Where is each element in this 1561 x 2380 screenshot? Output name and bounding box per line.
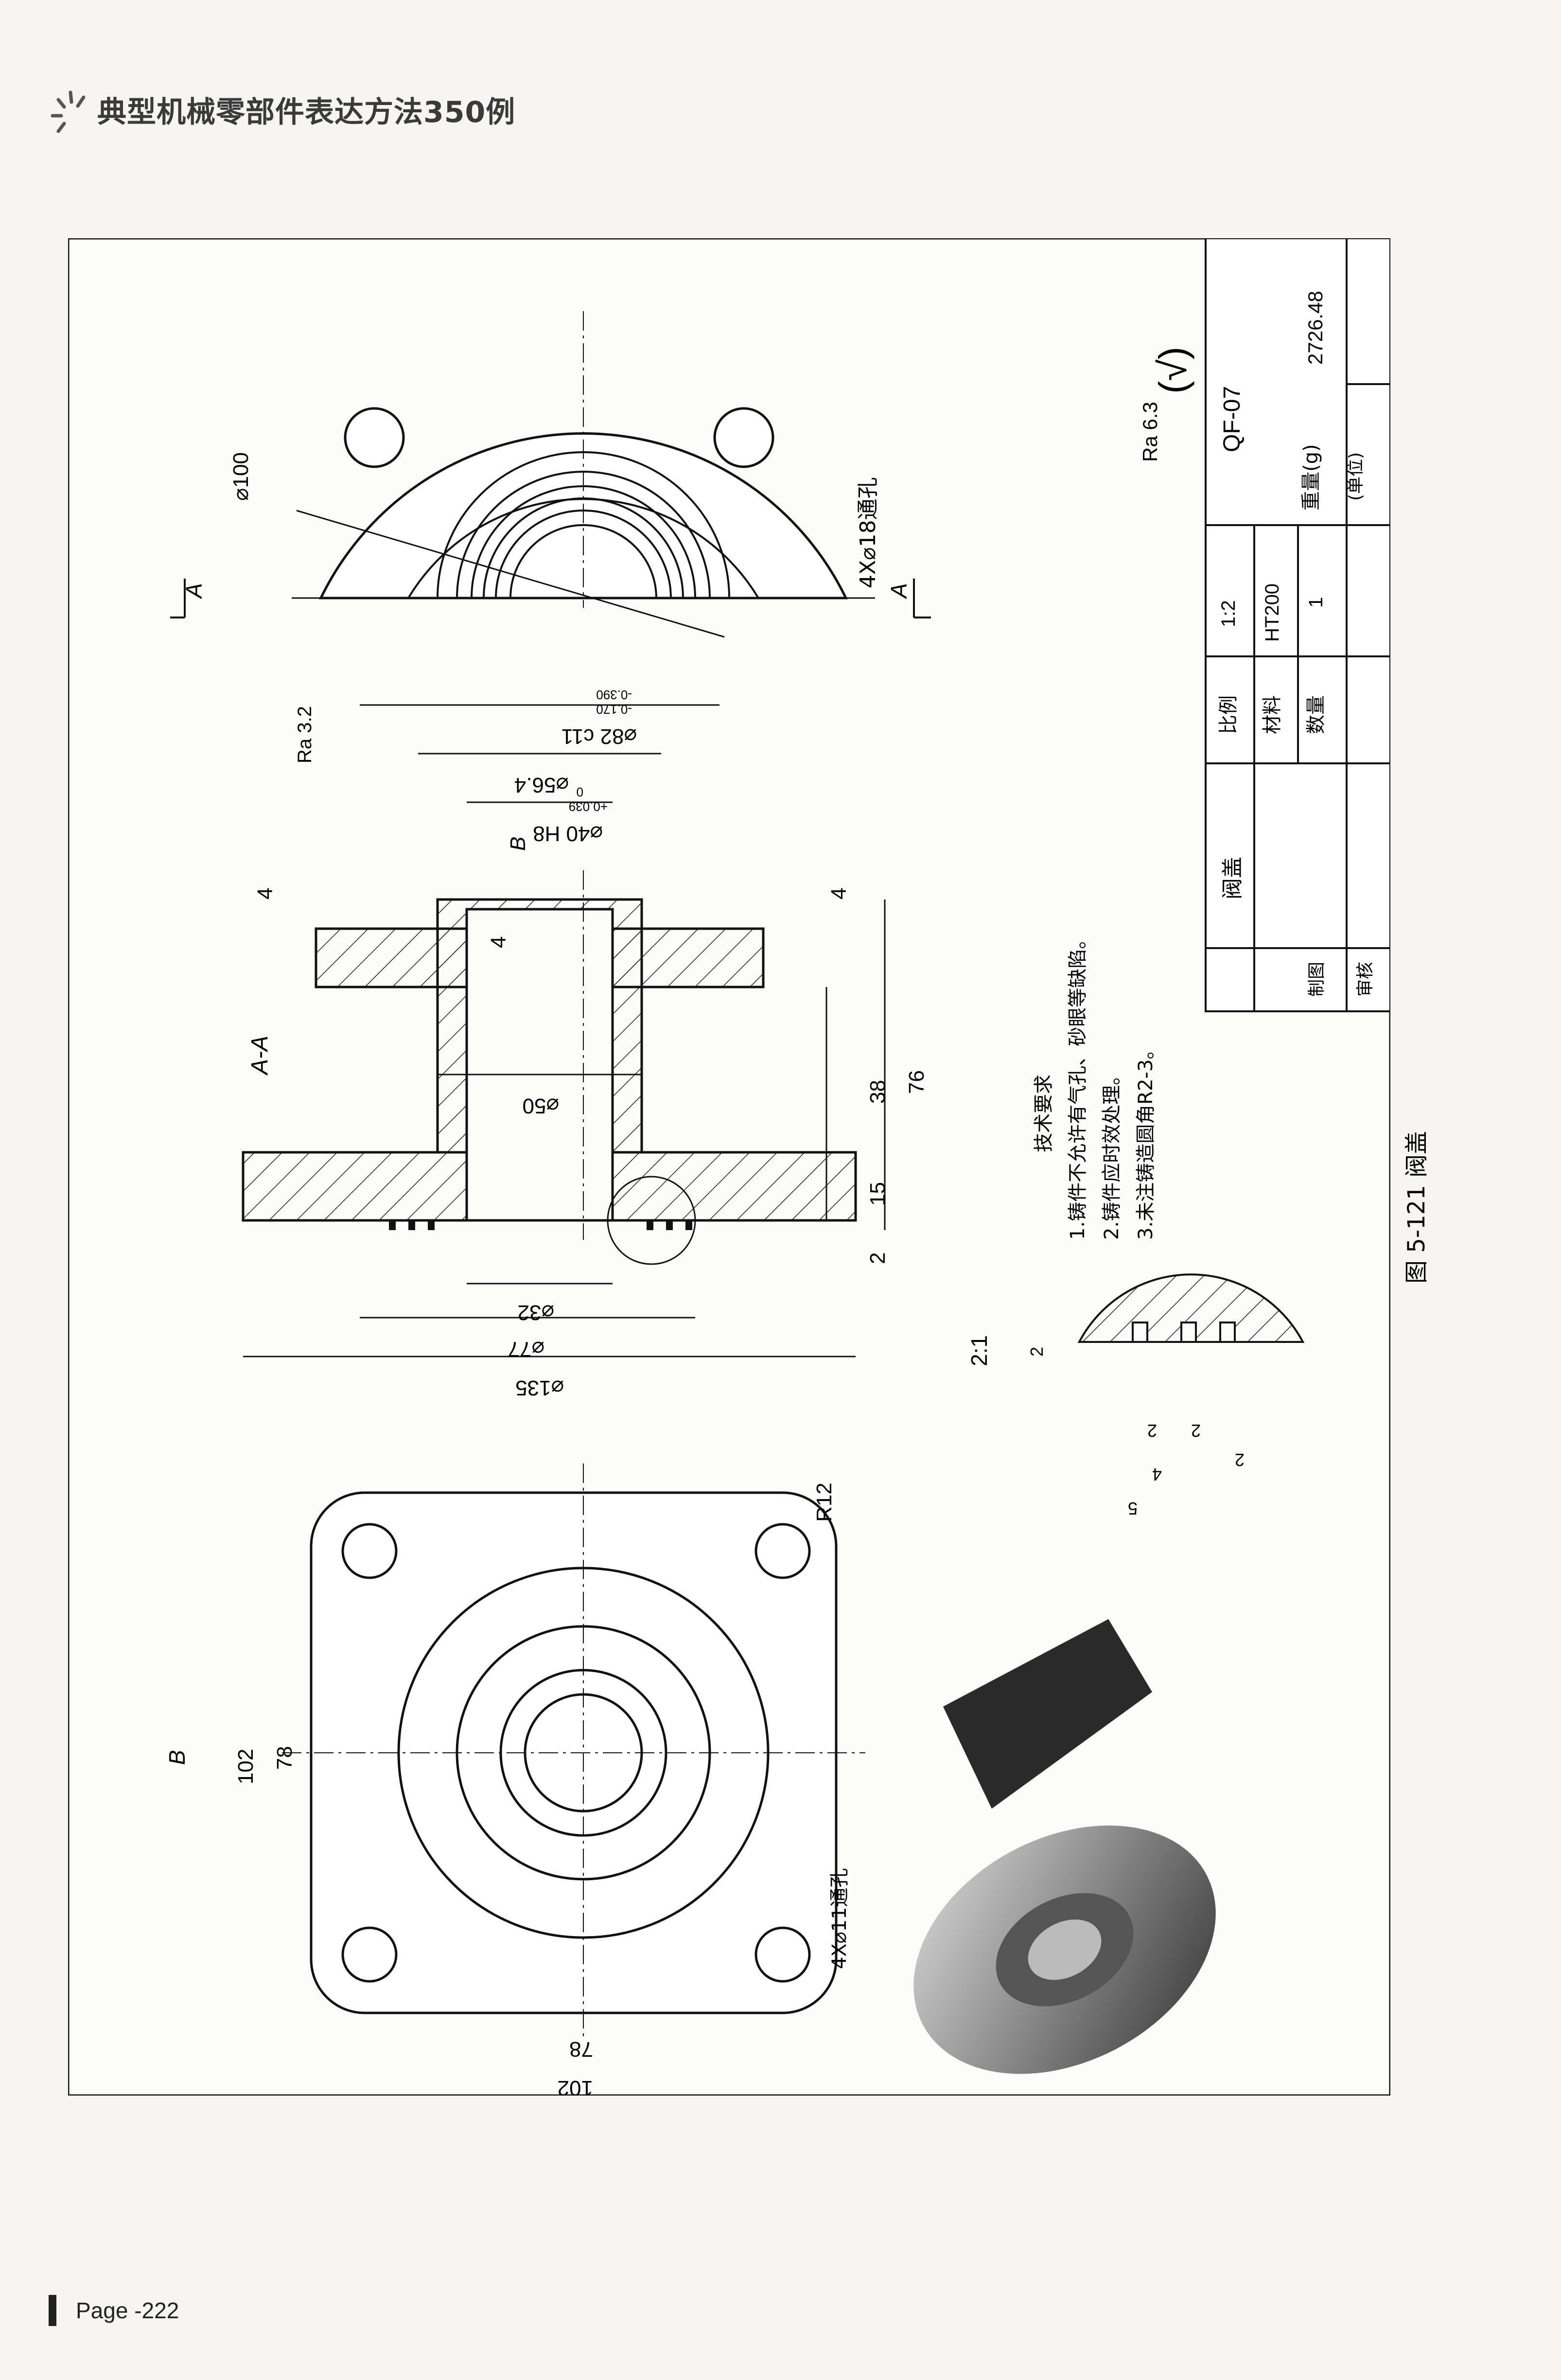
tb-weight-value: 2726.48 xyxy=(1304,291,1327,365)
dim-d32: ⌀32 xyxy=(518,1301,554,1324)
tb-material-value: HT200 xyxy=(1262,583,1283,642)
tol-d40-upper: +0.039 xyxy=(569,799,608,814)
front-dim-width-78: 78 xyxy=(273,1746,297,1770)
detail-scale: 2:1 xyxy=(966,1335,992,1366)
page-number: Page -222 xyxy=(76,2298,179,2323)
drawing-sheet: ⌀100 4X⌀18通孔 A A A-A xyxy=(67,237,1392,2100)
dim-len-4-a: 4 xyxy=(253,888,277,899)
tb-drawn-label: 制图 xyxy=(1307,962,1327,997)
front-corner-radius: R12 xyxy=(812,1482,836,1522)
tb-scale-value: 1:2 xyxy=(1218,600,1239,627)
tb-scale-label: 比例 xyxy=(1217,695,1240,734)
detail-view xyxy=(1077,1273,1305,1343)
tb-material-label: 材料 xyxy=(1261,695,1283,734)
top-view-diameter: ⌀100 xyxy=(229,452,253,501)
front-dim-height-102: 102 xyxy=(558,2076,593,2096)
sparkle-burst-icon xyxy=(51,90,86,133)
tb-weight-unit: (单位) xyxy=(1346,452,1366,501)
dim-d82: ⌀82 c11 xyxy=(561,724,637,748)
top-view-hole-callout: 4X⌀18通孔 xyxy=(856,477,880,588)
tb-checked-label: 审核 xyxy=(1355,962,1375,997)
front-dim-width-102: 102 xyxy=(234,1749,258,1784)
dim-len-4-b: 4 xyxy=(487,936,510,948)
dim-len-76: 76 xyxy=(905,1070,929,1094)
dim-len-4-c: 4 xyxy=(827,888,851,899)
engineering-drawing: ⌀100 4X⌀18通孔 A A A-A xyxy=(67,237,1392,2100)
roughness-ra32: Ra 3.2 xyxy=(294,706,316,763)
dim-d56: ⌀56.4 xyxy=(514,773,569,797)
tb-qty-label: 数量 xyxy=(1305,695,1327,734)
dim-len-38: 38 xyxy=(866,1080,890,1104)
title-block xyxy=(1205,237,1391,1012)
general-roughness: Ra 6.3 xyxy=(1139,402,1161,462)
dim-d50: ⌀50 xyxy=(523,1094,559,1118)
render-3d-valve-cover xyxy=(913,1619,1216,2074)
detail-dim-1: 2 xyxy=(1027,1347,1047,1357)
dim-d135: ⌀135 xyxy=(515,1376,564,1400)
tech-req-item-1: 1.铸件不允许有气孔、砂眼等缺陷。 xyxy=(1067,930,1089,1240)
detail-dim-6: 5 xyxy=(1128,1499,1138,1518)
section-b-arrow-label: B xyxy=(506,837,530,851)
front-dim-height-78: 78 xyxy=(569,2037,593,2061)
detail-dim-3: 2 xyxy=(1191,1421,1201,1441)
tol-d82-lower: -0.390 xyxy=(596,688,632,702)
detail-dim-5: 2 xyxy=(1235,1450,1245,1470)
figure-caption: 图 5-121 阀盖 xyxy=(1403,1131,1430,1284)
dim-d77: ⌀77 xyxy=(508,1337,544,1361)
top-section-letter-right: A xyxy=(886,583,912,599)
detail-dim-2: 2 xyxy=(1147,1421,1157,1441)
tech-req-item-3: 3.未注铸造圆角R2-3。 xyxy=(1135,1040,1157,1240)
top-view xyxy=(292,311,875,638)
section-label: A-A xyxy=(247,1036,273,1076)
dim-len-15: 15 xyxy=(866,1182,890,1206)
tb-drawing-no: QF-07 xyxy=(1219,386,1245,452)
detail-dim-4: 4 xyxy=(1152,1464,1162,1484)
tb-weight-label: 重量(g) xyxy=(1300,444,1322,511)
figure-caption-box: 图 5-121 阀盖 xyxy=(1403,1131,1430,1284)
tb-part-name: 阀盖 xyxy=(1220,857,1245,899)
tb-qty-value: 1 xyxy=(1305,597,1327,608)
front-view xyxy=(282,1463,865,2037)
tech-req-heading: 技术要求 xyxy=(1033,1075,1055,1152)
footer-bar xyxy=(49,2295,56,2326)
tol-d40-lower: 0 xyxy=(577,785,583,799)
dim-d40: ⌀40 H8 xyxy=(533,822,603,846)
tech-req-item-2: 2.铸件应时效处理。 xyxy=(1101,1066,1123,1240)
front-hole-callout: 4X⌀11通孔 xyxy=(828,1868,851,1969)
book-title: 典型机械零部件表达方法350例 xyxy=(97,95,516,129)
tol-d82-upper: -0.170 xyxy=(596,702,632,717)
page-header: 典型机械零部件表达方法350例 xyxy=(44,83,515,136)
front-section-label: B xyxy=(164,1750,190,1765)
other-roughness-symbol: (√) xyxy=(1151,347,1194,394)
section-view xyxy=(242,870,857,1265)
dim-len-2: 2 xyxy=(866,1252,890,1264)
page-footer: Page -222 xyxy=(49,2295,179,2326)
